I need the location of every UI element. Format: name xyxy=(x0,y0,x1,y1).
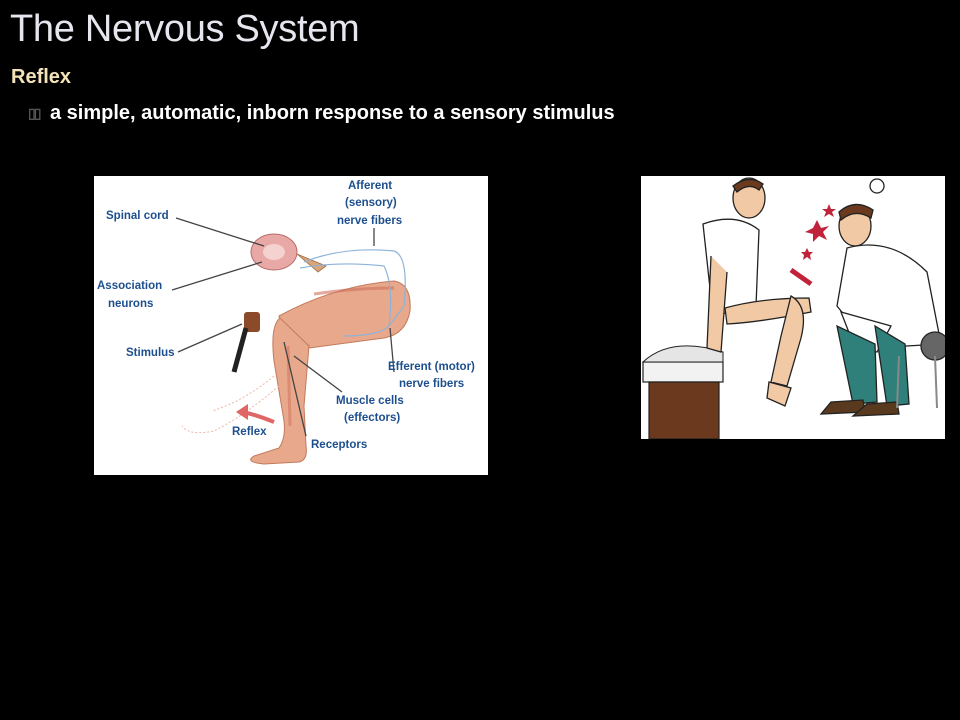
label-association-1: Association xyxy=(97,280,162,292)
knee-jerk-cartoon-svg xyxy=(641,177,945,439)
label-muscle-1: Muscle cells xyxy=(336,395,404,407)
reflex-hammer-icon xyxy=(231,312,260,373)
label-afferent-3: nerve fibers xyxy=(337,215,402,227)
patient-illustration xyxy=(702,177,812,407)
impact-stars xyxy=(801,204,836,260)
label-reflex: Reflex xyxy=(232,426,267,438)
slide-subtitle: Reflex xyxy=(11,66,72,88)
label-afferent-2: (sensory) xyxy=(345,197,397,209)
label-association-2: neurons xyxy=(108,298,153,310)
label-receptors: Receptors xyxy=(311,439,367,451)
label-afferent-1: Afferent xyxy=(348,180,392,192)
label-stimulus: Stimulus xyxy=(126,347,175,359)
doctor-illustration xyxy=(819,178,945,417)
label-muscle-2: (effectors) xyxy=(344,412,400,424)
exam-table-illustration xyxy=(641,345,724,439)
bullet-text: a simple, automatic, inborn response to … xyxy=(50,102,615,124)
reflex-arc-svg: Spinal cord Afferent (sensory) nerve fib… xyxy=(97,180,475,465)
reflex-hammer-icon xyxy=(789,267,813,287)
label-spinal-cord: Spinal cord xyxy=(106,210,169,222)
knee-jerk-cartoon xyxy=(641,176,945,439)
leg-illustration xyxy=(181,280,411,465)
bullet-item: ▯▯ a simple, automatic, inborn response … xyxy=(28,102,615,125)
reflex-arc-diagram: Spinal cord Afferent (sensory) nerve fib… xyxy=(94,176,488,475)
slide-title: The Nervous System xyxy=(10,8,360,50)
spinal-cord-illustration xyxy=(250,233,327,273)
label-efferent-2: nerve fibers xyxy=(399,378,464,390)
label-efferent-1: Efferent (motor) xyxy=(388,361,475,373)
bullet-icon: ▯▯ xyxy=(28,105,41,121)
nerve-fibers xyxy=(299,249,406,337)
leader-lines xyxy=(171,217,395,437)
